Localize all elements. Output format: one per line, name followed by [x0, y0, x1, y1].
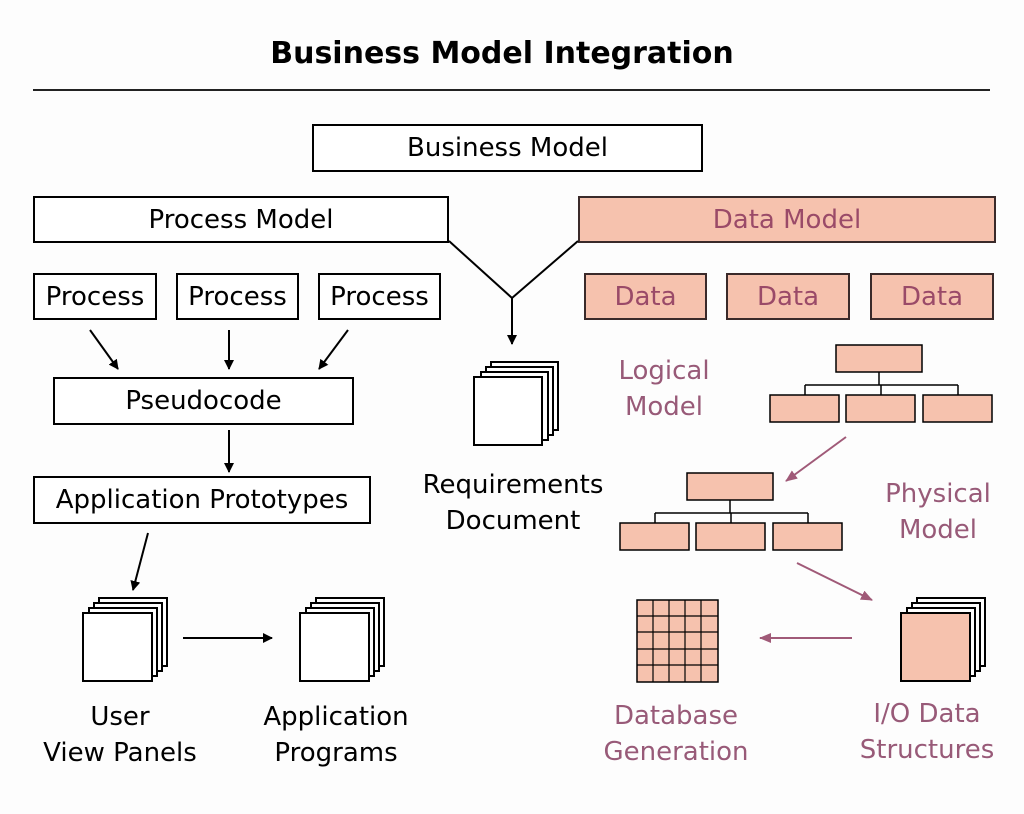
application-programs-label: Application Programs [263, 702, 409, 768]
process-box-1: Process [33, 273, 157, 320]
arrow-prototypes-panels [130, 532, 149, 591]
data-box-1: Data [584, 273, 707, 320]
io-data-structures-label: I/O Data Structures [859, 699, 995, 765]
database-generation-label: Database Generation [603, 701, 749, 767]
application-prototypes-box: Application Prototypes [33, 476, 371, 524]
user-view-panels-label: User View Panels [43, 702, 197, 768]
requirements-document-label: Requirements Document [422, 470, 604, 536]
arrow-process3-pseudocode [318, 329, 349, 370]
logical-model-label: Logical Model [618, 356, 710, 422]
user-view-panels-stack-icon [82, 597, 168, 682]
merge-connector [448, 240, 579, 345]
pseudocode-box: Pseudocode [53, 377, 354, 425]
data-box-2: Data [726, 273, 850, 320]
requirements-document-stack-icon [473, 361, 559, 446]
process-box-2: Process [176, 273, 299, 320]
process-model-box: Process Model [33, 196, 449, 243]
data-box-3: Data [870, 273, 994, 320]
title-divider [33, 89, 990, 91]
physical-model-tree-icon [619, 472, 843, 551]
logical-model-tree-icon [769, 344, 993, 423]
data-model-box: Data Model [578, 196, 996, 243]
application-programs-stack-icon [299, 597, 385, 682]
diagram-title: Business Model Integration [270, 36, 734, 71]
arrow-process1-pseudocode [89, 329, 119, 370]
database-grid-icon [636, 599, 719, 683]
arrow-physical-io [796, 562, 873, 601]
physical-model-label: Physical Model [885, 479, 991, 545]
process-box-3: Process [318, 273, 441, 320]
io-data-structures-stack-icon [900, 597, 986, 682]
arrow-logical-physical [785, 436, 847, 482]
business-model-box: Business Model [312, 124, 703, 172]
